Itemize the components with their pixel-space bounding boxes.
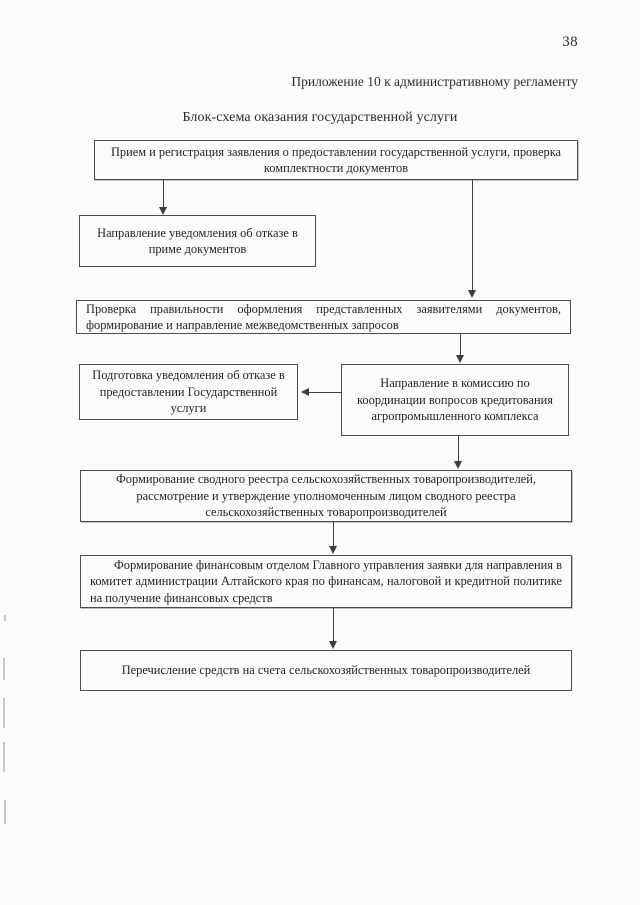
connector-commission-to-refusal-service-line: [306, 392, 342, 394]
flow-node-refusal-service-label: Подготовка уведомления об отказе в предо…: [92, 368, 285, 416]
scan-artifact: [3, 742, 5, 772]
scan-artifact: [4, 615, 6, 621]
connector-commission-to-registry-line: [458, 436, 460, 464]
appendix-reference: Приложение 10 к административному реглам…: [291, 74, 578, 89]
flow-node-check-documents-label: Проверка правильности оформления предста…: [86, 301, 561, 333]
flow-node-registry-label: Формирование сводного реестра сельскохоз…: [116, 472, 536, 520]
scan-artifact: [3, 658, 5, 680]
flow-node-commission-label: Направление в комиссию по координации во…: [357, 376, 553, 424]
flow-node-refusal-registration-label: Направление уведомления об отказе в прим…: [97, 225, 298, 257]
connector-intake-to-refusal-registration-line: [163, 180, 165, 210]
scheme-title: Блок-схема оказания государственной услу…: [182, 110, 458, 125]
connector-check-documents-to-commission-arrowhead: [456, 355, 464, 363]
scan-artifact: [4, 800, 6, 824]
scan-artifact: [3, 698, 5, 728]
page-number: 38: [562, 34, 578, 50]
connector-intake-to-refusal-registration-arrowhead: [159, 207, 167, 215]
connector-registry-to-funding-request-line: [333, 522, 335, 549]
connector-commission-to-refusal-service-arrowhead: [301, 388, 309, 396]
flow-node-intake: Прием и регистрация заявления о предоста…: [94, 140, 578, 180]
flow-node-transfer-label: Перечисление средств на счета сельскохоз…: [121, 663, 531, 678]
connector-funding-request-to-transfer-arrowhead: [329, 641, 337, 649]
flow-node-refusal-service: Подготовка уведомления об отказе в предо…: [79, 364, 298, 420]
connector-intake-to-check-documents-line: [472, 180, 474, 292]
flow-node-commission: Направление в комиссию по координации во…: [341, 364, 569, 436]
flow-node-funding-request-label: Формирование финансовым отделом Главного…: [90, 557, 562, 605]
connector-check-documents-to-commission-line: [460, 334, 462, 358]
flow-node-registry: Формирование сводного реестра сельскохоз…: [80, 470, 572, 522]
connector-registry-to-funding-request-arrowhead: [329, 546, 337, 554]
flow-node-intake-label: Прием и регистрация заявления о предоста…: [110, 144, 562, 176]
connector-intake-to-check-documents-arrowhead: [468, 290, 476, 298]
flow-node-check-documents: Проверка правильности оформления предста…: [76, 300, 571, 334]
flow-node-transfer: Перечисление средств на счета сельскохоз…: [80, 650, 572, 691]
connector-funding-request-to-transfer-line: [333, 608, 335, 644]
flow-node-refusal-registration: Направление уведомления об отказе в прим…: [79, 215, 316, 267]
connector-commission-to-registry-arrowhead: [454, 461, 462, 469]
flow-node-funding-request: Формирование финансовым отделом Главного…: [80, 555, 572, 608]
